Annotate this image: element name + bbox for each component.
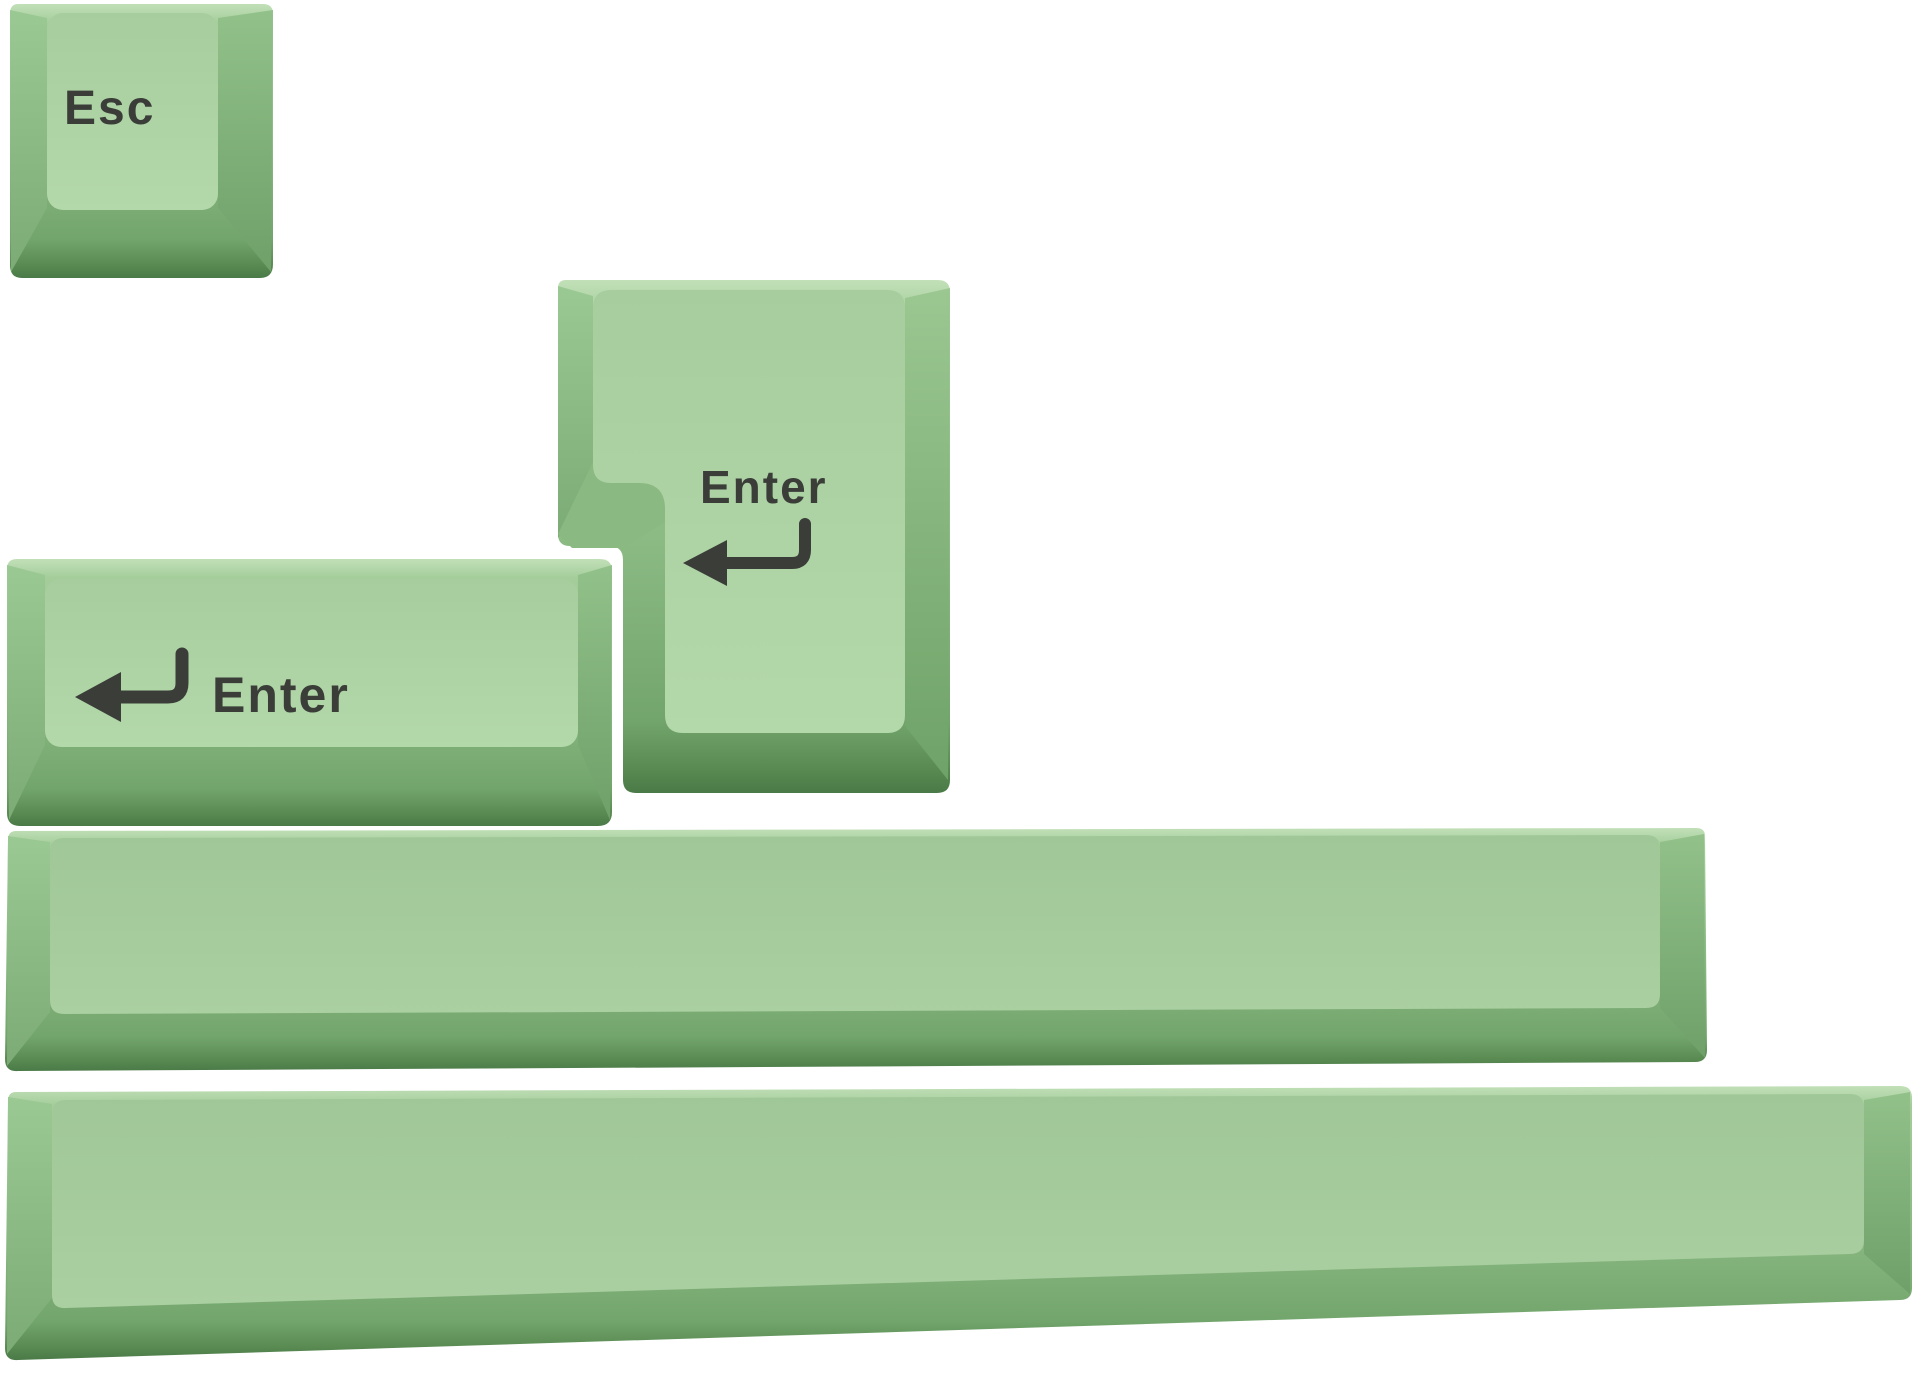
keycap-spacebar-bottom — [5, 1086, 1912, 1361]
spacebar-bottom-right-bevel — [1864, 1092, 1910, 1294]
ansi-enter-right-bevel — [578, 565, 612, 820]
ansi-enter-legend: Enter — [212, 667, 350, 723]
spacebar-top-left-bevel — [7, 836, 50, 1066]
keycap-iso-enter: Enter — [558, 280, 950, 793]
spacebar-top-right-bevel — [1660, 834, 1705, 1058]
esc-key-right-bevel — [218, 10, 273, 272]
keycap-spacebar-top — [5, 828, 1707, 1072]
esc-key-left-bevel — [10, 10, 47, 272]
keycap-esc: Esc — [10, 4, 273, 278]
keycap-ansi-enter: Enter — [7, 559, 612, 826]
return-arrow-icon — [683, 518, 811, 586]
spacebar-bottom-face — [52, 1094, 1864, 1309]
ansi-enter-left-bevel — [7, 565, 45, 820]
ansi-enter-top-face — [45, 579, 578, 747]
spacebar-top-face — [50, 835, 1660, 1014]
iso-enter-legend: Enter — [700, 461, 828, 513]
spacebar-bottom-left-bevel — [7, 1097, 52, 1354]
iso-enter-top-face — [593, 290, 905, 733]
esc-key-top-face — [47, 13, 218, 210]
return-arrow-icon — [75, 647, 189, 722]
iso-enter-left-bevel — [558, 286, 593, 538]
iso-enter-notch-bevel — [558, 462, 665, 548]
iso-enter-right-bevel — [905, 288, 950, 780]
esc-key-legend: Esc — [64, 82, 155, 135]
